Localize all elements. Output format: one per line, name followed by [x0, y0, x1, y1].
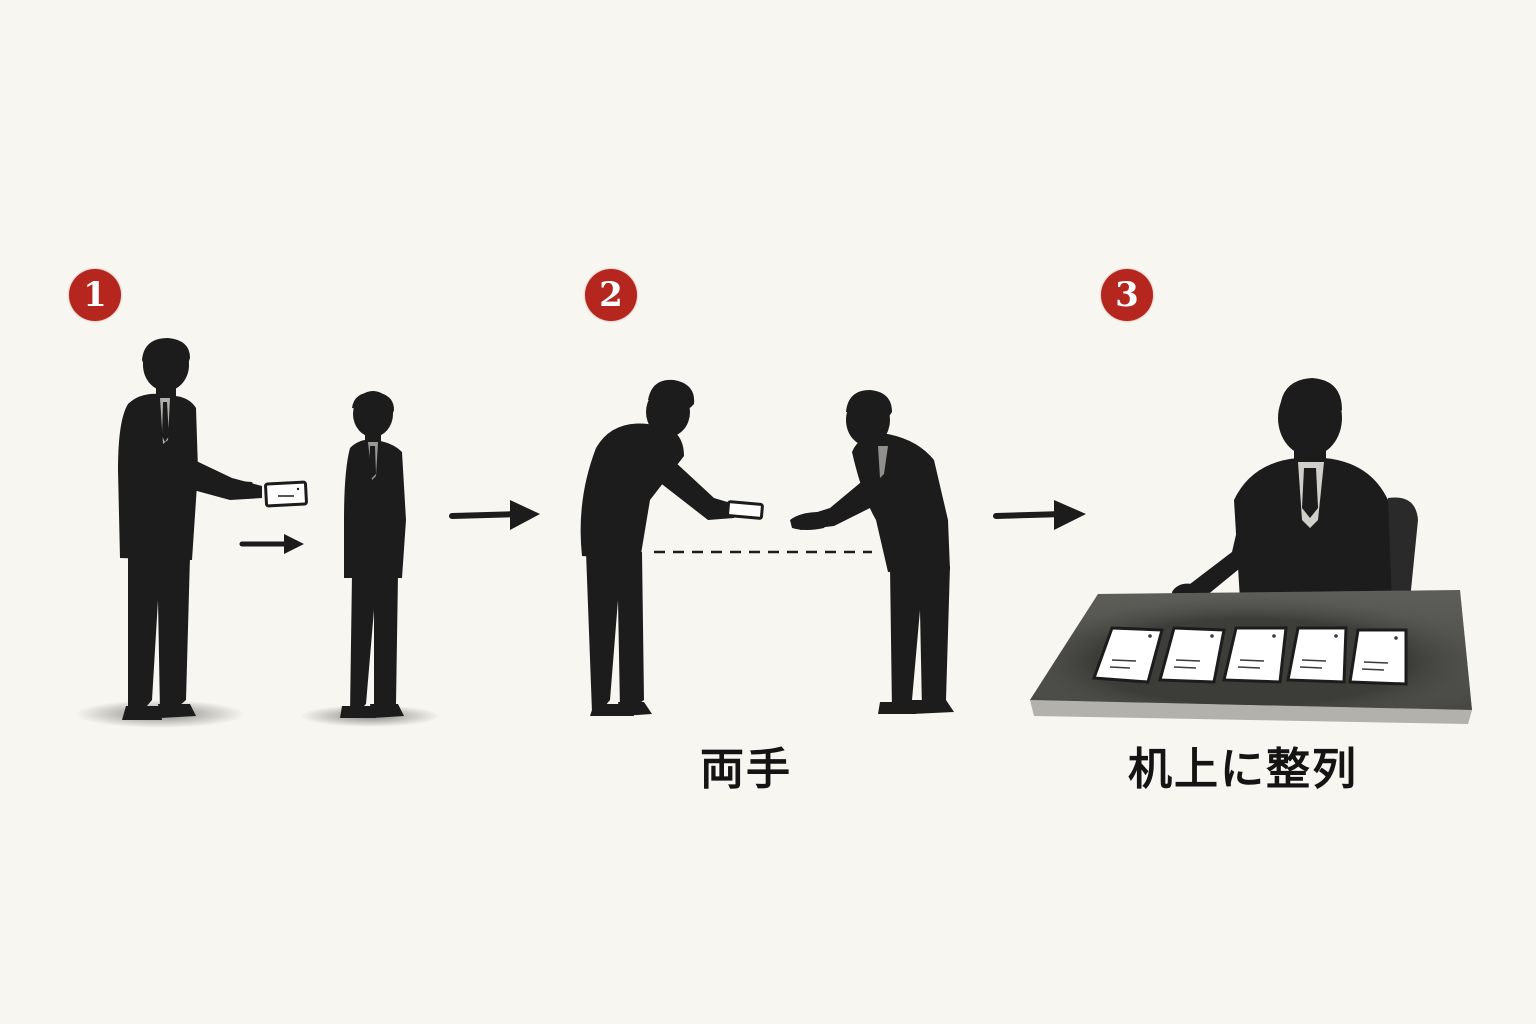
business-card-icon — [1222, 626, 1288, 684]
business-card-icon — [264, 480, 308, 508]
person-silhouette-icon — [580, 379, 734, 716]
business-card-icon — [726, 500, 764, 520]
arrow-right-icon — [239, 534, 304, 554]
step-3-caption: 机上に整列 — [1128, 744, 1358, 795]
step-number-badge: 1 — [69, 269, 121, 321]
step-2-scene — [580, 379, 954, 716]
card-row — [1091, 626, 1408, 686]
business-card-icon — [1348, 628, 1408, 686]
step-3-scene — [1030, 378, 1472, 724]
business-card-icon — [1158, 626, 1226, 684]
person-silhouette-icon — [340, 391, 406, 718]
person-silhouette-icon — [790, 390, 954, 714]
arrow-right-icon — [449, 500, 540, 530]
step-number-badge: 2 — [585, 269, 637, 321]
business-card-icon — [1286, 626, 1348, 684]
person-silhouette-icon — [1172, 378, 1392, 610]
person-silhouette-icon — [118, 338, 262, 720]
step-1-scene — [75, 338, 440, 728]
step-number-badge: 3 — [1101, 269, 1153, 321]
arrow-right-icon — [993, 500, 1086, 530]
business-card-icon — [1091, 626, 1164, 684]
step-2-caption: 両手 — [700, 744, 792, 795]
